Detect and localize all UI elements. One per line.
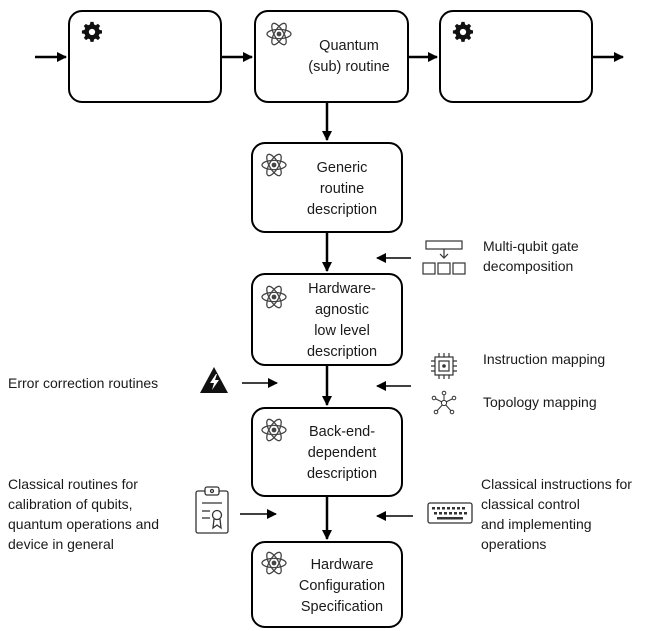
topology-mapping-label: Topology mapping	[483, 394, 597, 410]
calibration-line1: Classical routines for	[8, 476, 138, 492]
box-hardware-configuration: Hardware Configuration Specification	[251, 541, 403, 628]
classical-instructions-line1: Classical instructions for	[481, 476, 632, 492]
box-backend-line1: Back-end-	[308, 424, 376, 440]
network-icon	[431, 390, 457, 415]
gear-icon	[452, 21, 473, 42]
box-hardware-line3: Specification	[300, 599, 384, 615]
box-hardware-line1: Hardware	[310, 557, 374, 573]
box-top-left	[68, 10, 222, 103]
calibration-line2: calibration of qubits,	[8, 496, 133, 512]
box-generic-line2: routine	[319, 181, 365, 197]
box-generic-routine: Generic routine description	[251, 142, 403, 233]
atom-icon	[261, 551, 287, 575]
box-agnostic-line3: low level	[314, 323, 370, 339]
box-agnostic-line4: description	[306, 344, 378, 360]
multi-qubit-line2: decomposition	[483, 258, 574, 274]
atom-icon	[261, 418, 287, 442]
error-correction-label: Error correction routines	[8, 375, 159, 391]
box-hardware-agnostic: Hardware- agnostic low level description	[251, 273, 403, 366]
box-backend-line2: dependent	[307, 445, 377, 461]
classical-instructions-line3: and implementing	[481, 516, 592, 532]
calibration-line3: quantum operations and	[8, 516, 159, 532]
calibration-line4: device in general	[8, 536, 114, 552]
warning-bolt-icon	[200, 367, 228, 393]
keyboard-icon	[427, 502, 473, 524]
box-hardware-line2: Configuration	[298, 578, 386, 594]
box-agnostic-line2: agnostic	[314, 302, 369, 318]
certificate-clipboard-icon	[195, 486, 229, 534]
box-top-right	[439, 10, 593, 103]
classical-instructions-line2: classical control	[481, 496, 580, 512]
classical-instructions-line4: operations	[481, 536, 547, 552]
box-quantum-routine: Quantum (sub) routine	[254, 10, 409, 103]
atom-icon	[261, 285, 287, 309]
box-generic-line3: description	[306, 202, 378, 218]
gear-icon	[81, 21, 102, 42]
box-quantum-line1: Quantum	[319, 38, 379, 54]
multi-qubit-line1: Multi-qubit gate	[483, 238, 579, 254]
box-quantum-line2: (sub) routine	[308, 59, 390, 75]
box-backend-line3: description	[306, 466, 378, 482]
box-generic-line1: Generic	[316, 160, 368, 176]
chip-icon	[431, 353, 457, 379]
box-agnostic-line1: Hardware-	[308, 281, 376, 297]
instruction-mapping-label: Instruction mapping	[483, 351, 606, 367]
gate-decomposition-icon	[422, 240, 466, 275]
atom-icon	[261, 153, 287, 177]
atom-icon	[266, 22, 292, 46]
box-backend-dependent: Back-end- dependent description	[251, 407, 403, 497]
